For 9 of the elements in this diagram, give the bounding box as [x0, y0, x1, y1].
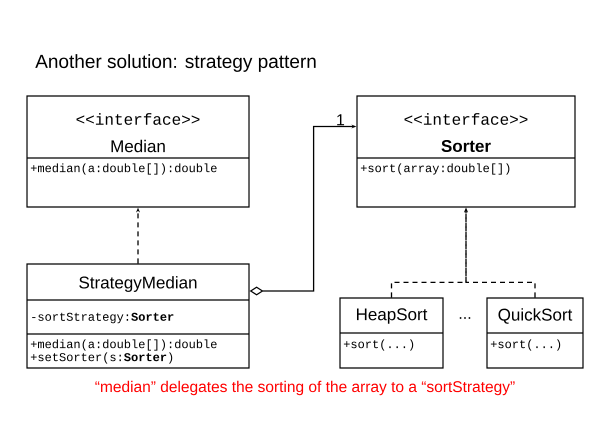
- class-box: QuickSort +sort(...): [486, 297, 584, 369]
- multiplicity-label: 1: [337, 114, 344, 126]
- ellipsis: ...: [460, 317, 470, 319]
- class-box: <<interface>> Sorter +sort(array:double[]): [356, 95, 576, 208]
- caption: “median” delegates the sorting of the array to a “sortStrategy”: [95, 380, 515, 396]
- class-box: StrategyMedian -sortStrategy:Sorter +median(a:double[]):double +setSorter(s:Sorter): [26, 263, 250, 369]
- class-box: HeapSort +sort(...): [339, 297, 444, 369]
- title: Another solution: strategy pattern: [35, 54, 316, 72]
- class-box: <<interface>> Median +median(a:double[]):double: [26, 95, 250, 208]
